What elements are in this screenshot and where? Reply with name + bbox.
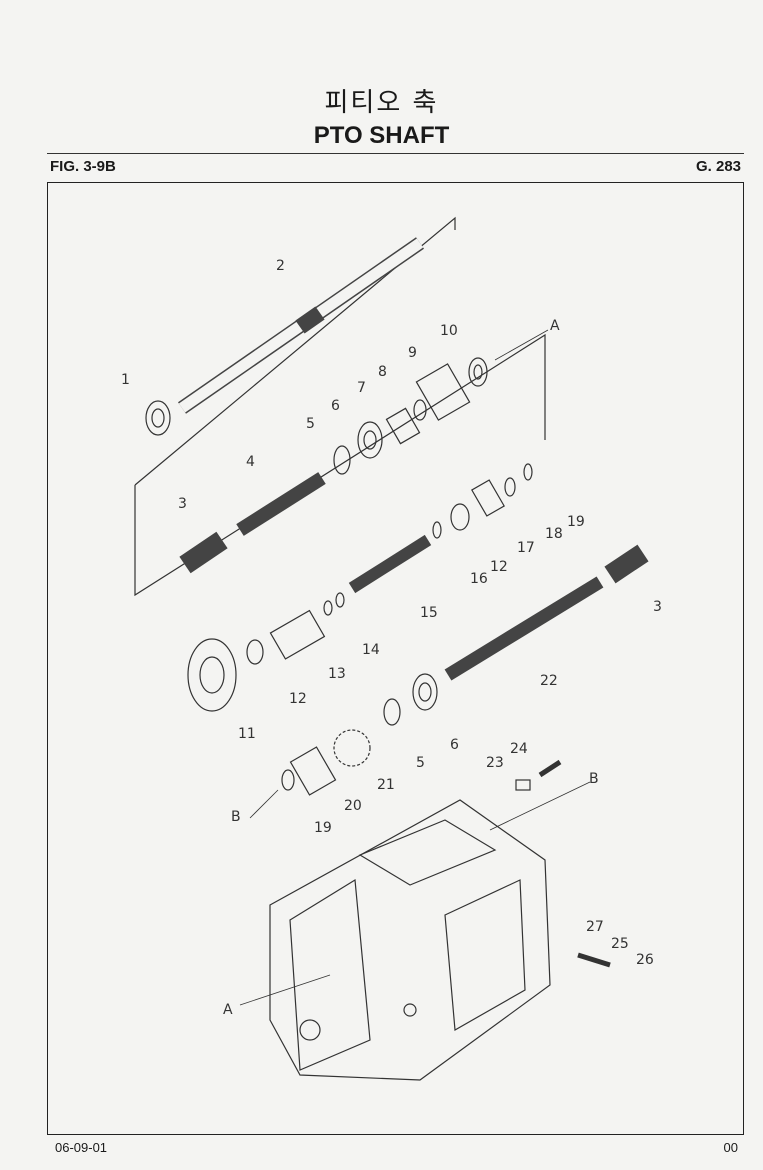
transmission-housing [269,799,551,1081]
callout-27: 27 [586,919,604,935]
group-outline-upper [134,333,546,597]
callout-B: B [231,809,241,825]
group-outline-top [134,216,456,486]
callout-5: 5 [416,755,425,771]
callout-9: 9 [408,345,417,361]
figure-number: FIG. 3-9B [50,158,116,175]
header-divider [47,153,744,154]
part-22-shaft [444,576,604,681]
callout-10: 10 [440,323,458,339]
callout-17: 17 [517,540,535,556]
callout-13: 13 [328,666,346,682]
callout-25: 25 [611,936,629,952]
bearings [145,357,488,711]
callout-3: 3 [178,496,187,512]
part-3-sleeve-right [604,544,649,584]
leader-lines [239,329,591,1006]
group-number: G. 283 [695,158,741,175]
callout-23: 23 [486,755,504,771]
callout-14: 14 [362,642,380,658]
part-24-bolt [538,759,562,778]
callout-A: A [223,1002,233,1018]
callout-12: 12 [490,559,508,575]
callout-15: 15 [420,605,438,621]
callout-12: 12 [289,691,307,707]
part-3-sleeve [179,531,228,574]
callout-11: 11 [238,726,256,742]
callout-8: 8 [378,364,387,380]
callout-7: 7 [357,380,366,396]
snap-rings [281,399,533,791]
callout-1: 1 [121,372,130,388]
callout-19: 19 [314,820,332,836]
callout-21: 21 [377,777,395,793]
part-23-plate [515,779,531,791]
page-title-korean: 피티오 축 [324,88,439,118]
needle-bearings [289,363,505,796]
callout-3: 3 [653,599,662,615]
callout-20: 20 [344,798,362,814]
part-21-gear [333,729,371,767]
footer-date: 06-09-01 [55,1140,108,1155]
part-25-pin [577,952,611,968]
callout-4: 4 [246,454,255,470]
callout-6: 6 [331,398,340,414]
part-15-shaft [348,534,432,594]
callout-5: 5 [306,416,315,432]
callout-2: 2 [276,258,285,274]
callout-A: A [550,318,560,334]
callout-19: 19 [567,514,585,530]
callout-6: 6 [450,737,459,753]
callout-22: 22 [540,673,558,689]
diagram-frame [47,182,744,1135]
part-4-shaft [236,472,326,536]
part-11-clutch [187,638,237,712]
callout-18: 18 [545,526,563,542]
callout-B: B [589,771,599,787]
footer-page: 00 [723,1140,738,1155]
page-title: PTO SHAFT [313,122,450,149]
callout-16: 16 [470,571,488,587]
callout-26: 26 [636,952,654,968]
callout-24: 24 [510,741,528,757]
part-13-sleeve [269,609,326,660]
part-2-shaft [178,237,424,414]
